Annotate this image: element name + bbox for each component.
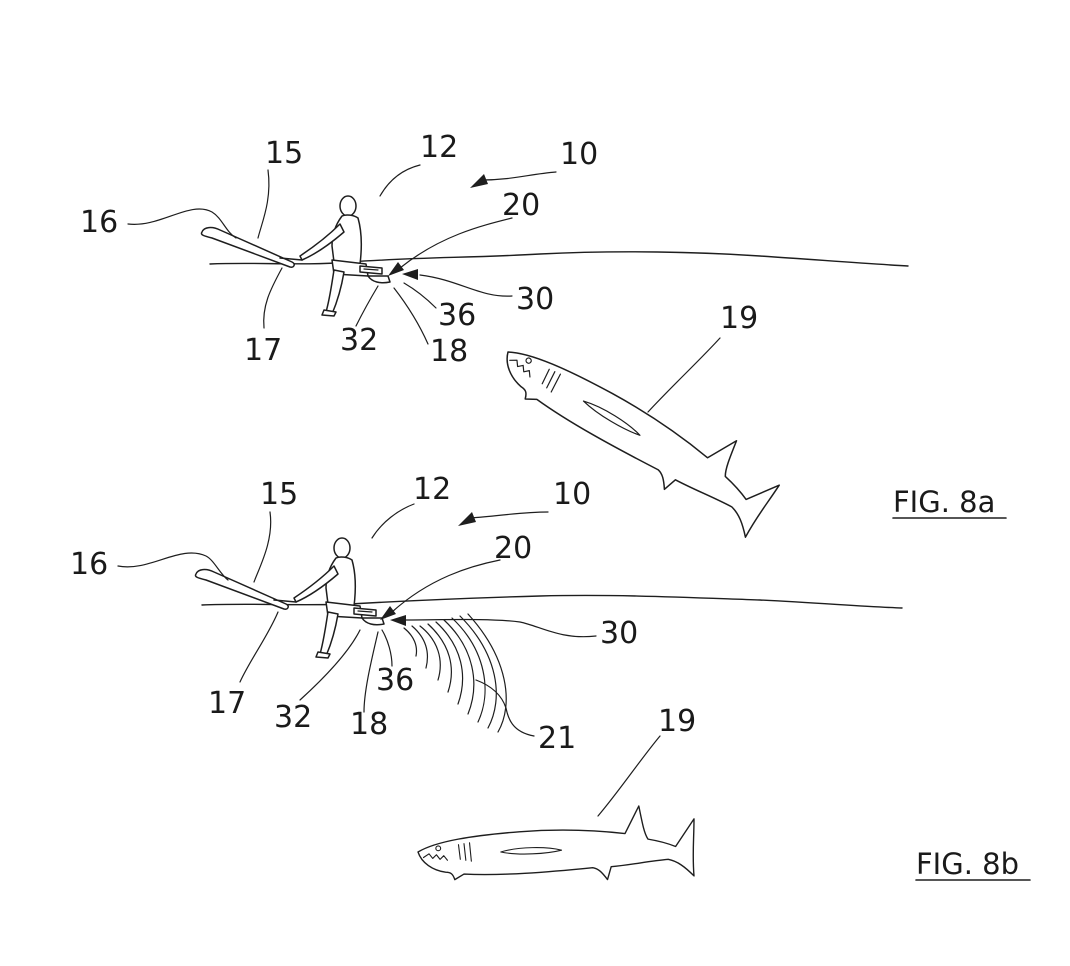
leader-16 [127, 208, 237, 239]
leader-30 [419, 274, 513, 297]
ref-30: 30 [516, 282, 554, 317]
ref-36: 36 [376, 663, 414, 698]
water-surface-line [209, 251, 909, 267]
ref-16: 16 [80, 205, 118, 240]
leader-30 [403, 618, 597, 638]
leader-10 [469, 511, 549, 519]
leader-21 [475, 679, 535, 737]
ref-32: 32 [274, 700, 312, 735]
arrow-30 [390, 615, 406, 626]
ref-21: 21 [538, 721, 576, 756]
figure-8a: 16 15 12 10 20 30 36 17 32 18 19 FIG. 8a [80, 130, 1007, 542]
shark-icon [490, 309, 788, 542]
leader-20 [391, 559, 501, 613]
figure-caption-8a: FIG. 8a [893, 485, 995, 519]
leader-16 [117, 552, 229, 581]
ref-20: 20 [494, 531, 532, 566]
sound-wave-icon [403, 613, 507, 733]
leader-12 [371, 503, 415, 539]
figure-8b: 16 15 12 10 20 30 36 17 32 18 21 19 FIG.… [70, 472, 1031, 881]
ref-30: 30 [600, 616, 638, 651]
water-surface-line [201, 594, 903, 609]
leader-19 [647, 337, 721, 413]
leader-36 [403, 282, 437, 309]
ref-36: 36 [438, 298, 476, 333]
surfer-icon [194, 537, 385, 659]
arrow-20 [388, 262, 404, 276]
ref-19: 19 [658, 704, 696, 739]
arrow-20 [380, 606, 396, 620]
leader-32 [355, 285, 379, 327]
ref-19: 19 [720, 301, 758, 336]
leader-32 [299, 629, 361, 701]
leader-10 [481, 171, 557, 181]
leader-17 [239, 611, 279, 683]
ref-20: 20 [502, 188, 540, 223]
ref-12: 12 [413, 472, 451, 507]
leader-18 [393, 287, 429, 345]
arrow-10 [470, 174, 488, 188]
leader-36 [381, 629, 393, 667]
ref-12: 12 [420, 130, 458, 165]
ref-18: 18 [350, 707, 388, 742]
ref-17: 17 [208, 686, 246, 721]
leader-15 [253, 511, 272, 583]
arrow-30 [402, 269, 418, 280]
arrow-10 [458, 512, 476, 526]
ref-15: 15 [265, 136, 303, 171]
leader-20 [399, 217, 513, 269]
surfer-icon [200, 195, 391, 317]
ref-15: 15 [260, 477, 298, 512]
leader-19 [597, 735, 661, 817]
ref-10: 10 [560, 137, 598, 172]
shark-icon [417, 805, 695, 881]
ref-18: 18 [430, 334, 468, 369]
leader-15 [257, 169, 270, 239]
ref-17: 17 [244, 333, 282, 368]
ref-32: 32 [340, 323, 378, 358]
leader-18 [363, 631, 379, 713]
ref-16: 16 [70, 547, 108, 582]
ref-10: 10 [553, 477, 591, 512]
leader-12 [379, 164, 421, 197]
figure-caption-8b: FIG. 8b [916, 847, 1019, 881]
leader-17 [263, 267, 283, 329]
